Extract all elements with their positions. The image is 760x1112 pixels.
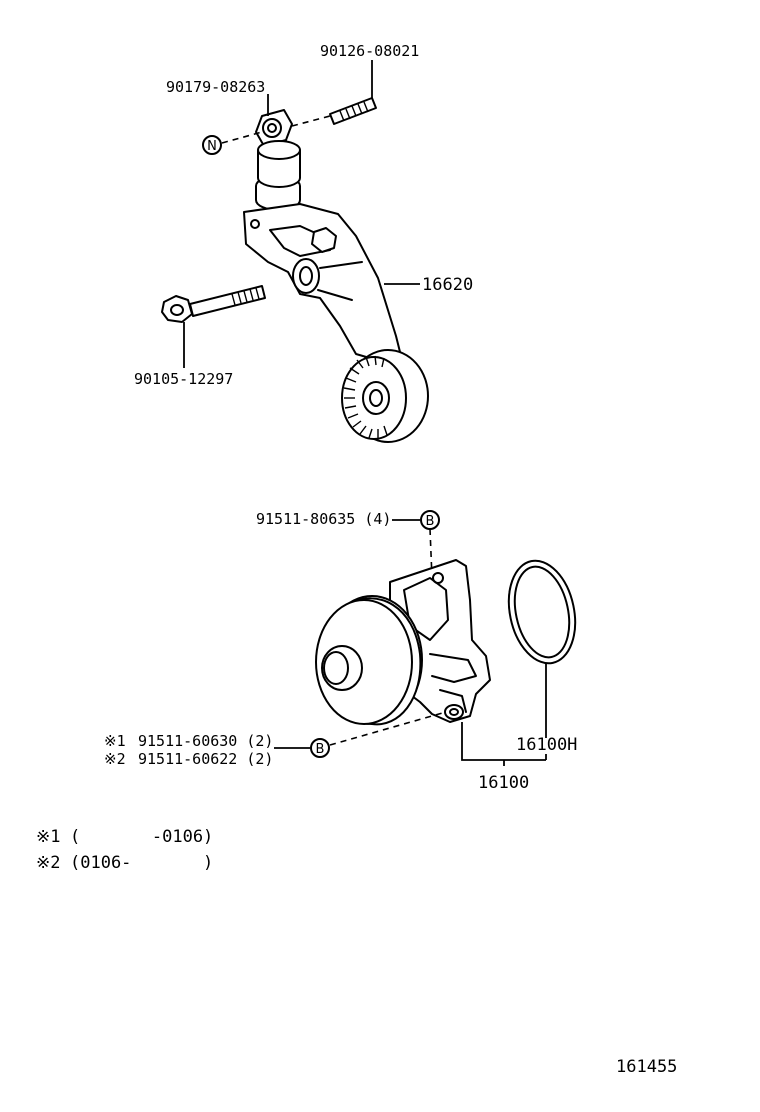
n-marker [202, 135, 222, 155]
pump-bolt-note1-label: 91511-60630 (2) [138, 732, 273, 750]
nut-axis-dash [221, 131, 263, 144]
water-pump-drawing [315, 559, 491, 726]
tensioner-drawing [243, 140, 405, 369]
n-marker-label: N [207, 139, 217, 154]
tensioner-bolt-label: 90105-12297 [134, 370, 233, 388]
b-marker-upper-label: B [426, 514, 435, 529]
note1-symbol: ※1 [104, 732, 126, 750]
gasket-drawing [507, 559, 577, 665]
pulley-drawing [341, 349, 429, 443]
pump-label: 16100 [478, 773, 529, 793]
footnote1-symbol: ※1 [36, 827, 60, 847]
stud-bolt-drawing [329, 97, 377, 125]
footnote2-symbol: ※2 [36, 853, 60, 873]
pump-bolt-upper-label: 91511-80635 (4) [256, 510, 391, 528]
b-marker-lower [310, 738, 330, 758]
stud-axis-dash [291, 115, 331, 127]
figure-number: 161455 [616, 1057, 677, 1077]
note2-symbol: ※2 [104, 750, 126, 768]
pump-bolt-lower-dash [329, 711, 447, 746]
footnote2-range: (0106- ) [70, 853, 213, 873]
pump-bolt-note2-label: 91511-60622 (2) [138, 750, 273, 768]
nut-drawing [255, 109, 293, 147]
b-marker-lower-label: B [316, 742, 325, 757]
footnote1-range: ( -0106) [70, 827, 213, 847]
pump-leader [461, 722, 546, 761]
nut-label: 90179-08263 [166, 78, 265, 96]
gasket-label: 16100H [516, 735, 577, 755]
stud-bolt-label: 90126-08021 [320, 42, 419, 60]
pump-bolt-upper-dash [429, 528, 433, 579]
tensioner-label: 16620 [422, 275, 473, 295]
tensioner-bolt-drawing [161, 285, 266, 323]
